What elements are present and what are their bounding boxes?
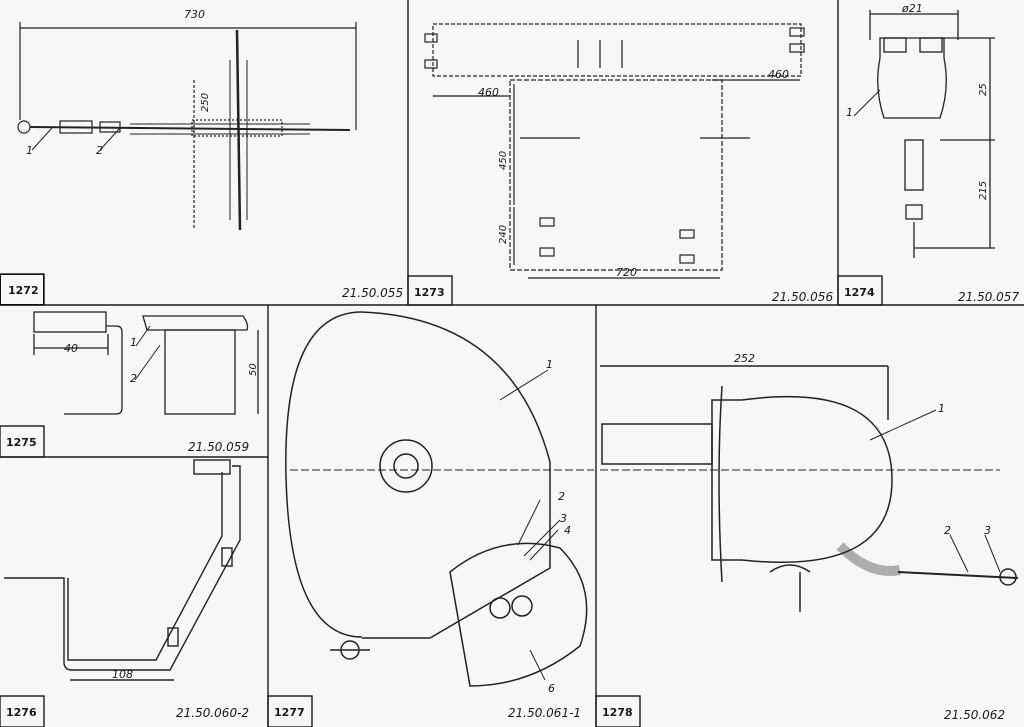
panel-1276-dim-108: 108 xyxy=(112,668,133,681)
panel-1274-dim-diameter: ø21 xyxy=(902,2,923,15)
connector-1274-drawing xyxy=(869,10,995,258)
panel-1277-callout-1: 1 xyxy=(546,358,553,371)
panel-1277-number: 1277 xyxy=(274,706,305,719)
bracket-1276-drawing xyxy=(4,459,241,681)
panel-1274-dim-25: 25 xyxy=(978,83,989,96)
panel-1277-callout-2: 2 xyxy=(558,490,565,503)
panel-1275-dim-50: 50 xyxy=(248,363,259,376)
panel-1274-code: 21.50.057 xyxy=(958,290,1020,304)
layout-1273-drawing xyxy=(424,23,805,279)
panel-1278-callout-2: 2 xyxy=(944,524,951,537)
panel-1275-callout-2: 2 xyxy=(130,372,137,385)
panel-1273-dim-460-left: 460 xyxy=(478,86,499,99)
harness-1272-drawing xyxy=(17,22,357,231)
panel-1272-code: 21.50.055 xyxy=(342,286,404,300)
panel-1275-dim-40: 40 xyxy=(64,342,78,355)
panel-1273-dim-460-right: 460 xyxy=(768,68,789,81)
panel-1275-number: 1275 xyxy=(6,436,37,449)
panel-1274-callout-1: 1 xyxy=(846,106,853,119)
panel-1273-dim-450: 450 xyxy=(498,150,509,170)
panel-1277-callout-3: 3 xyxy=(560,512,567,525)
panel-1276-code: 21.50.060-2 xyxy=(176,706,250,720)
panel-1273-number: 1273 xyxy=(414,286,445,299)
panel-1274-dim-215: 215 xyxy=(978,180,989,200)
panel-1277-callout-6: 6 xyxy=(548,682,555,695)
panel-1272-callout-1: 1 xyxy=(26,144,33,157)
panel-1278-dim-252: 252 xyxy=(734,352,755,365)
panel-1277-callout-4: 4 xyxy=(564,524,571,537)
panel-1278-number: 1278 xyxy=(602,706,633,719)
panel-1273-dim-240: 240 xyxy=(498,224,509,244)
panel-1274-number: 1274 xyxy=(844,286,875,299)
panel-1276-number: 1276 xyxy=(6,706,37,719)
panel-1272-id-box xyxy=(0,274,44,305)
panel-1272-number: 1272 xyxy=(8,284,39,297)
headlamp-1277-drawing xyxy=(285,311,594,687)
bracket-1275-drawing xyxy=(33,311,259,415)
panel-1272-callout-2: 2 xyxy=(96,144,103,157)
headlamp-1278-drawing xyxy=(600,365,1019,612)
panel-1273-dim-720: 720 xyxy=(616,266,637,279)
panel-1278-code: 21.50.062 xyxy=(944,708,1006,722)
panel-1278-callout-3: 3 xyxy=(984,524,991,537)
panel-1277-code: 21.50.061-1 xyxy=(508,706,582,720)
panel-1278-callout-1: 1 xyxy=(938,402,945,415)
panel-1272-dim-width: 730 xyxy=(184,8,205,21)
panel-1275-callout-1: 1 xyxy=(130,336,137,349)
panel-1275-code: 21.50.059 xyxy=(188,440,250,454)
panel-1272-dim-height: 250 xyxy=(200,92,211,112)
panel-1273-code: 21.50.056 xyxy=(772,290,834,304)
